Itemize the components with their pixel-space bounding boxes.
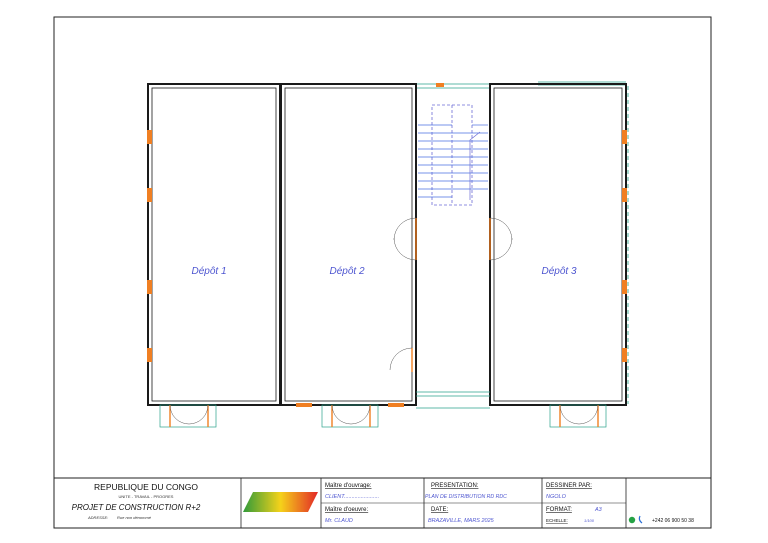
tb-scale-label: ECHELLE: — [546, 518, 568, 523]
stair-steps — [418, 124, 488, 198]
tb-drawn-by-value: NGOLO — [546, 494, 567, 500]
tb-builder-value: Mr. CLAUD — [325, 518, 353, 524]
room-label-depot-2: Dépôt 2 — [329, 266, 364, 277]
depot-3-walls — [489, 83, 627, 406]
tb-owner-label: Maître d'ouvrage: — [325, 483, 372, 489]
tb-address-label: ADRESSE: — [87, 515, 108, 520]
tb-format-label: FORMAT: — [546, 507, 572, 513]
tb-owner-value: CLIENT....................... — [325, 494, 379, 500]
depot-2-walls — [280, 83, 417, 406]
stair-well — [431, 104, 473, 206]
tb-presentation-label: PRESENTATION: — [431, 483, 479, 489]
tb-phone: +242 06 900 50 38 — [652, 518, 694, 524]
room-label-depot-1: Dépôt 1 — [191, 266, 226, 277]
side-windows — [147, 83, 627, 407]
corridor-door-swings — [389, 217, 513, 371]
tb-scale-value: 1/100 — [584, 518, 595, 523]
depot-1-walls — [147, 83, 281, 406]
phone-icon — [638, 515, 643, 524]
corridor-bottom-glazing — [416, 391, 490, 409]
title-block: REPUBLIQUE DU CONGO UNITE - TRAVAIL - PR… — [53, 477, 712, 529]
tb-format-value: A3 — [594, 507, 603, 513]
tb-country: REPUBLIQUE DU CONGO — [94, 482, 198, 492]
corridor-doors — [411, 218, 491, 372]
room-label-depot-3: Dépôt 3 — [541, 266, 576, 277]
entrance-doors — [159, 404, 607, 428]
floor-plan: Dépôt 1 Dépôt 2 Dépôt 3 — [147, 81, 629, 428]
tb-motto: UNITE - TRAVAIL - PROGRES — [119, 494, 174, 499]
tb-address-value: Rue non dénommé — [117, 515, 152, 520]
tb-date-label: DATE: — [431, 507, 449, 513]
tb-drawn-by-label: DESSINER PAR: — [546, 483, 592, 489]
drawing-frame — [53, 16, 712, 529]
whatsapp-icon — [628, 516, 636, 524]
tb-date-value: BRAZAVILLE, MARS 2025 — [428, 518, 495, 524]
flag-gradient-logo — [243, 492, 318, 512]
tb-builder-label: Maître d'oeuvre: — [325, 507, 368, 513]
stair-arrow — [469, 131, 481, 200]
tb-project: PROJET DE CONSTRUCTION R+2 — [72, 503, 201, 512]
tb-presentation-value: PLAN DE DISTRIBUTION RD RDC — [425, 494, 507, 500]
